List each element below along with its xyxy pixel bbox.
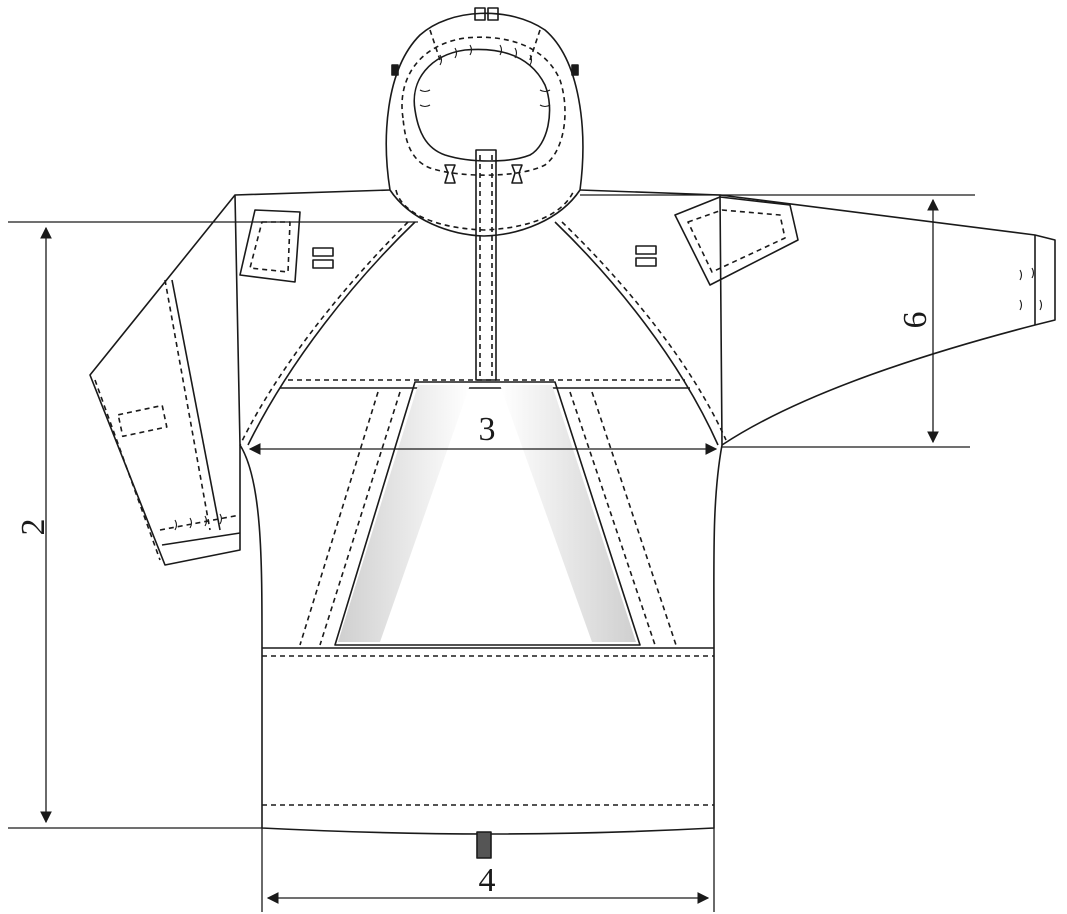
dimension-label-chest: 3 <box>479 411 496 448</box>
hood-adjuster-left <box>474 7 486 21</box>
dimension-label-length: 2 <box>15 519 52 536</box>
dimension-label-sleeve: 6 <box>897 312 934 329</box>
left-sleeve <box>89 194 334 566</box>
toggle-right-icon <box>511 164 523 184</box>
right-sleeve <box>635 194 1056 446</box>
hood-adjuster-right <box>487 7 499 21</box>
dimension-lines <box>8 194 975 912</box>
sleeve-pocket-left <box>117 404 168 438</box>
body-outline <box>234 189 727 859</box>
hem-pull-tab <box>476 831 492 859</box>
dimension-label-hem: 4 <box>479 862 496 899</box>
hood <box>385 7 584 237</box>
front-zip-placket <box>475 149 497 381</box>
toggle-left-icon <box>444 164 456 184</box>
